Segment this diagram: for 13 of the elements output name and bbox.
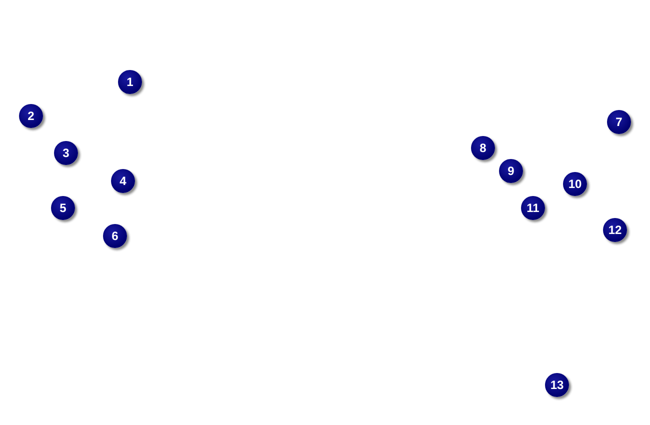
callout-number: 2	[19, 104, 43, 128]
callout-number: 5	[51, 196, 75, 220]
callout-number: 9	[499, 159, 523, 183]
callout-number: 7	[607, 110, 631, 134]
callout-number: 11	[521, 196, 545, 220]
callout-number: 10	[563, 172, 587, 196]
callout-number: 13	[545, 373, 569, 397]
callout-number: 4	[111, 169, 135, 193]
callout-number: 12	[603, 218, 627, 242]
callout-number: 6	[103, 224, 127, 248]
callout-number: 3	[54, 141, 78, 165]
callout-number: 8	[471, 136, 495, 160]
callout-number: 1	[118, 70, 142, 94]
